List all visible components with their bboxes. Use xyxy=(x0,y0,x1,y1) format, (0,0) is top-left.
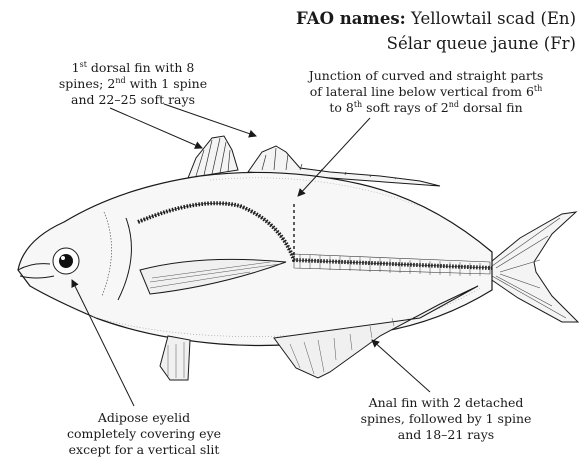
caudal-fin xyxy=(486,212,578,322)
arrow-first-dorsal xyxy=(110,108,202,148)
eye xyxy=(53,248,79,274)
arrow-second-dorsal xyxy=(164,104,256,136)
first-dorsal-fin xyxy=(188,136,238,178)
arrow-anal-fin xyxy=(372,340,430,392)
pelvic-fin xyxy=(160,336,190,380)
